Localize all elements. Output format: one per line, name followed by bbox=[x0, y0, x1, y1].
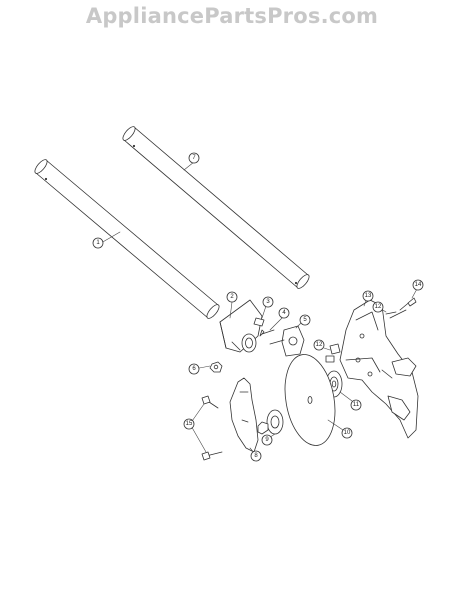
callout-10: 10 bbox=[341, 427, 353, 439]
callout-7: 7 bbox=[188, 152, 200, 164]
callout-4: 4 bbox=[278, 307, 290, 319]
callout-12: 12 bbox=[313, 339, 325, 351]
coupler-part-2 bbox=[219, 299, 263, 353]
site-watermark: AppliancePartsPros.com bbox=[85, 4, 379, 28]
svg-text:6: 6 bbox=[192, 366, 196, 372]
tube-part-7 bbox=[122, 126, 310, 289]
svg-text:12: 12 bbox=[316, 342, 323, 348]
svg-text:8: 8 bbox=[254, 453, 258, 459]
callout-12b: 12 bbox=[372, 301, 384, 313]
callout-1: 1 bbox=[92, 237, 104, 249]
svg-text:5: 5 bbox=[303, 317, 307, 323]
callout-5: 5 bbox=[299, 314, 311, 326]
callout-9: 9 bbox=[261, 434, 273, 446]
callout-14: 14 bbox=[412, 279, 424, 291]
svg-text:2: 2 bbox=[230, 294, 234, 300]
svg-text:10: 10 bbox=[344, 430, 351, 436]
svg-text:7: 7 bbox=[192, 155, 196, 161]
svg-text:12: 12 bbox=[375, 304, 382, 310]
hardware-small-parts bbox=[209, 297, 417, 373]
side-plate-part-13 bbox=[339, 299, 419, 439]
callout-6: 6 bbox=[188, 363, 200, 375]
svg-text:9: 9 bbox=[265, 437, 269, 443]
svg-text:4: 4 bbox=[282, 310, 286, 316]
callout-3: 3 bbox=[262, 296, 274, 308]
bracket-part-5 bbox=[269, 325, 305, 357]
blade-disc-part-10 bbox=[284, 354, 336, 446]
flange-part-9 bbox=[257, 409, 284, 435]
svg-text:3: 3 bbox=[266, 299, 270, 305]
callout-15: 15 bbox=[183, 418, 195, 430]
callout-11: 11 bbox=[350, 399, 362, 411]
callout-2: 2 bbox=[226, 291, 238, 303]
callout-13: 13 bbox=[362, 290, 374, 302]
tube-part-1 bbox=[34, 159, 220, 319]
svg-text:15: 15 bbox=[186, 421, 193, 427]
svg-text:13: 13 bbox=[365, 293, 372, 299]
svg-text:11: 11 bbox=[353, 402, 360, 408]
bolts-part-15 bbox=[201, 395, 223, 461]
svg-text:1: 1 bbox=[96, 240, 100, 246]
blade-guard-part-8 bbox=[229, 377, 259, 453]
callout-8: 8 bbox=[250, 450, 262, 462]
svg-text:14: 14 bbox=[415, 282, 422, 288]
